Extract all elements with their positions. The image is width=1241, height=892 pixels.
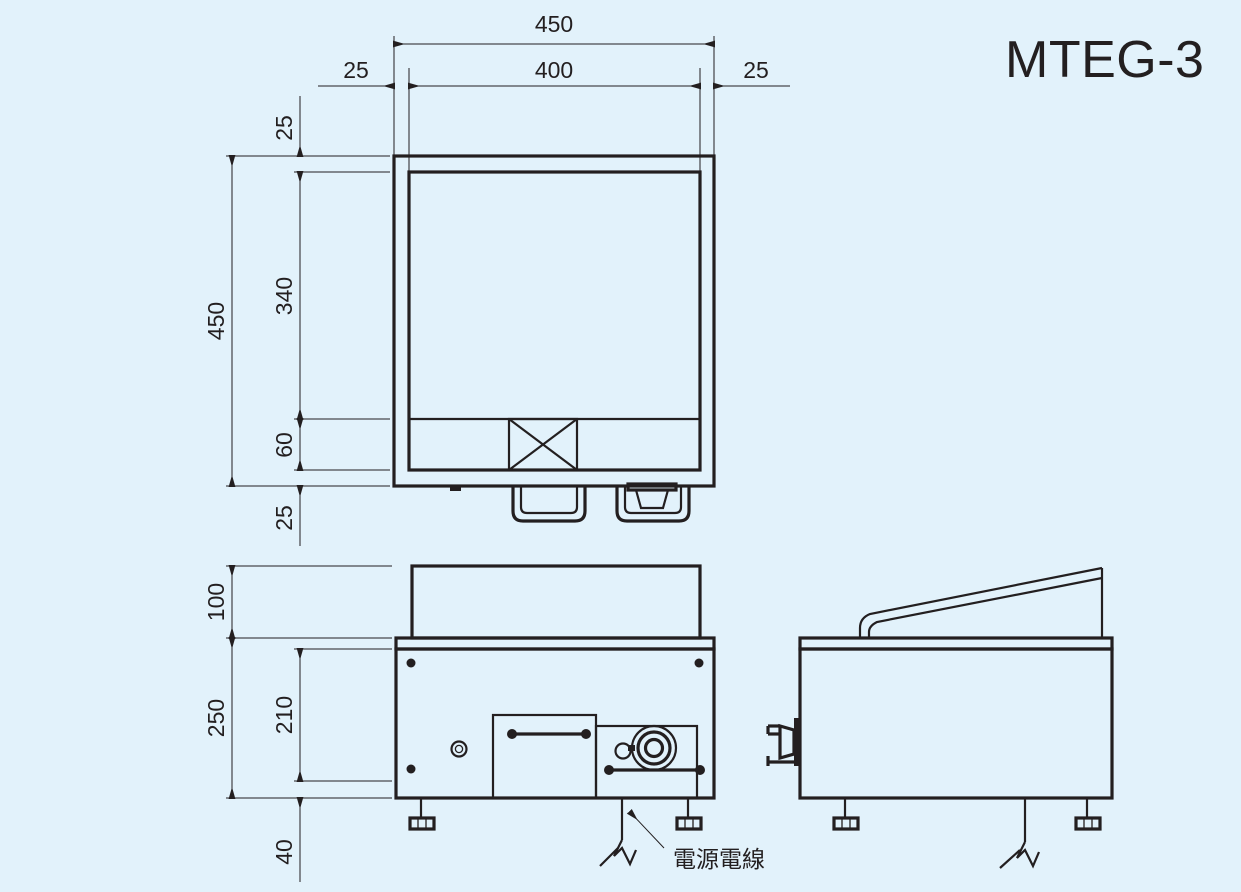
front-view (394, 564, 716, 867)
top-view-inner-pan (407, 170, 702, 472)
power-cord-annotation (626, 808, 665, 849)
front-view-control-compartment (594, 724, 699, 800)
front-view-body (394, 647, 716, 800)
dim-60-label: 60 (271, 432, 297, 458)
side-view-leg-right (1074, 798, 1102, 831)
top-view-burner-box (507, 417, 579, 472)
dim-25-top-label: 25 (271, 115, 297, 141)
front-view-drawer-panel (491, 713, 598, 800)
drawing-title: MTEG-3 (1005, 30, 1204, 90)
dim-40-label: 40 (271, 839, 297, 865)
front-view-lid (410, 564, 702, 640)
power-cord-label-text: 電源電線 (673, 847, 765, 873)
front-view-top-rim (394, 636, 716, 651)
front-view-lower-bar (604, 765, 705, 775)
top-view-tab (450, 486, 461, 491)
top-view-handle-left (511, 487, 587, 523)
dim-450-depth-label: 450 (203, 302, 229, 340)
dim-25-bottom-label: 25 (271, 505, 297, 531)
dim-100-label: 100 (203, 583, 229, 621)
top-view-vertical-dimensions: 450 25 340 60 25 (203, 96, 390, 546)
top-view-handle-right (615, 482, 691, 523)
side-view (766, 566, 1114, 869)
side-view-body (798, 647, 1114, 800)
dim-25-right-label: 25 (743, 57, 769, 83)
dim-450-width-label: 450 (535, 11, 573, 37)
front-view-screw-top-left (406, 658, 416, 668)
power-cord-label: 電源電線 (673, 840, 765, 874)
top-view-fitting-trapezoid (634, 488, 670, 510)
drawing-title-text: MTEG-3 (1005, 31, 1205, 89)
power-cord-leader-line (626, 808, 665, 849)
front-view-screw-bottom-left (406, 764, 416, 774)
dim-400-label: 400 (535, 57, 573, 83)
top-view-horizontal-dimensions: 450 25 400 25 (318, 11, 790, 176)
front-view-vertical-dimensions: 100 250 210 40 (203, 565, 392, 882)
dim-340-label: 340 (271, 277, 297, 315)
front-view-leg-right (675, 798, 703, 831)
front-view-drawer-handle (507, 729, 591, 739)
side-view-top-rim (798, 636, 1114, 651)
front-view-screw-top-right (694, 658, 704, 668)
top-view (392, 154, 716, 523)
front-view-leg-left (408, 798, 436, 831)
side-view-knob-profile (766, 718, 800, 766)
front-view-power-cord (599, 798, 638, 867)
dim-25-left-label: 25 (343, 57, 369, 83)
dim-250-label: 250 (203, 699, 229, 737)
side-view-lid-slope-outer (858, 566, 1103, 638)
top-view-burner-x2 (508, 418, 578, 471)
dim-210-label: 210 (271, 696, 297, 734)
side-view-lid-slope-inner (867, 576, 1103, 638)
side-view-power-cord (999, 798, 1041, 869)
front-view-main-knob (628, 724, 678, 772)
top-view-outer-body (392, 154, 716, 488)
front-view-small-dial (450, 740, 468, 758)
side-view-leg-left (832, 798, 860, 831)
